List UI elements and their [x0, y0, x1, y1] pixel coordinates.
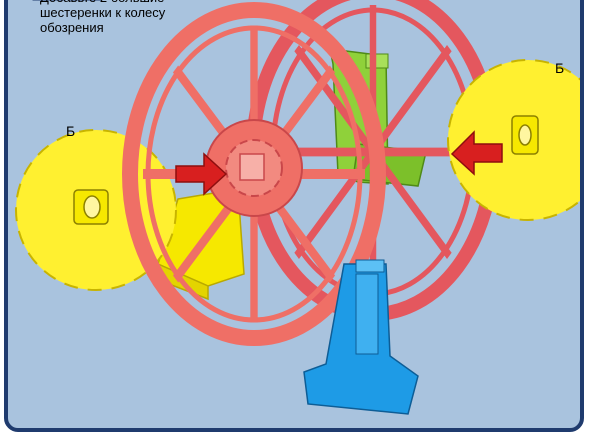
- arrow-left: [175, 152, 228, 196]
- instruction-panel: 12 Добавьте 2 большие шестеренки к колес…: [4, 0, 584, 432]
- assembly-illustration: [15, 0, 580, 415]
- blue-support: [303, 259, 419, 415]
- left-gear-label: Б: [66, 123, 76, 139]
- right-gear-label: Б: [555, 60, 565, 76]
- right-gear: [447, 59, 580, 221]
- instruction-text: Добавьте 2 большие шестеренки к колесу о…: [40, 0, 166, 35]
- front-wheel: [122, 2, 386, 346]
- step-number: 12: [28, 0, 105, 15]
- arrow-right: [450, 130, 503, 176]
